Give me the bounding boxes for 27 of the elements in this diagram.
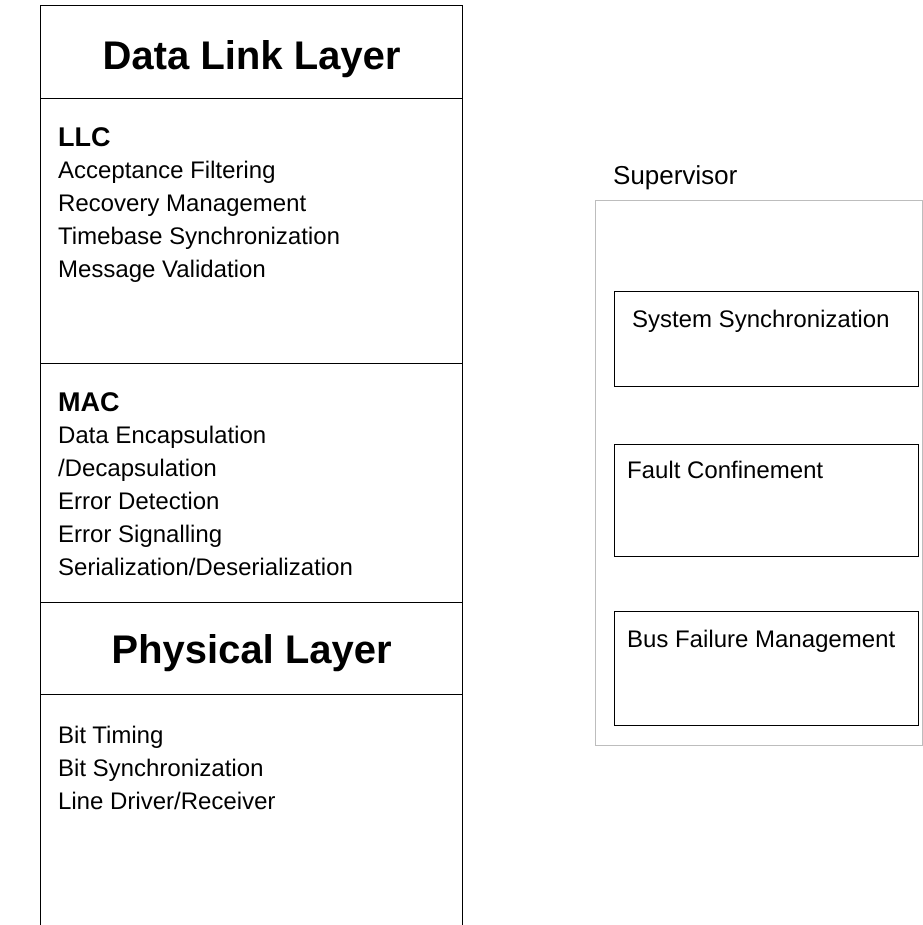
- function-item: Timebase Synchronization: [58, 222, 341, 252]
- function-box: [614, 444, 919, 557]
- function-box: [614, 611, 919, 726]
- function-label: System Synchronization: [632, 305, 890, 335]
- layer-box: [40, 5, 463, 99]
- layer-title: Physical Layer: [110, 628, 393, 673]
- function-item: Bit Synchronization: [58, 754, 264, 784]
- sublayer-title: LLC: [58, 121, 112, 154]
- function-item: Message Validation: [58, 255, 267, 285]
- function-label: Fault Confinement: [627, 456, 824, 486]
- function-box: [614, 291, 919, 387]
- function-item: Line Driver/Receiver: [58, 787, 276, 817]
- function-item: Acceptance Filtering: [58, 156, 276, 186]
- function-label: Bus Failure Management: [627, 625, 896, 655]
- sublayer-title: MAC: [58, 386, 120, 419]
- function-item: Serialization/Deserialization: [58, 553, 354, 583]
- layer-title: Data Link Layer: [102, 34, 402, 79]
- sublayer-box: [40, 363, 463, 603]
- layer-box: [40, 602, 463, 695]
- sublayer-box: [40, 98, 463, 364]
- function-item: Bit Timing: [58, 721, 164, 751]
- layer-function-box: [40, 694, 463, 925]
- function-item: Data Encapsulation /Decapsulation: [58, 421, 268, 484]
- function-item: Recovery Management: [58, 189, 308, 219]
- function-item: Error Signalling: [58, 520, 224, 550]
- group-heading: Supervisor: [613, 160, 738, 191]
- function-item: Error Detection: [58, 487, 220, 517]
